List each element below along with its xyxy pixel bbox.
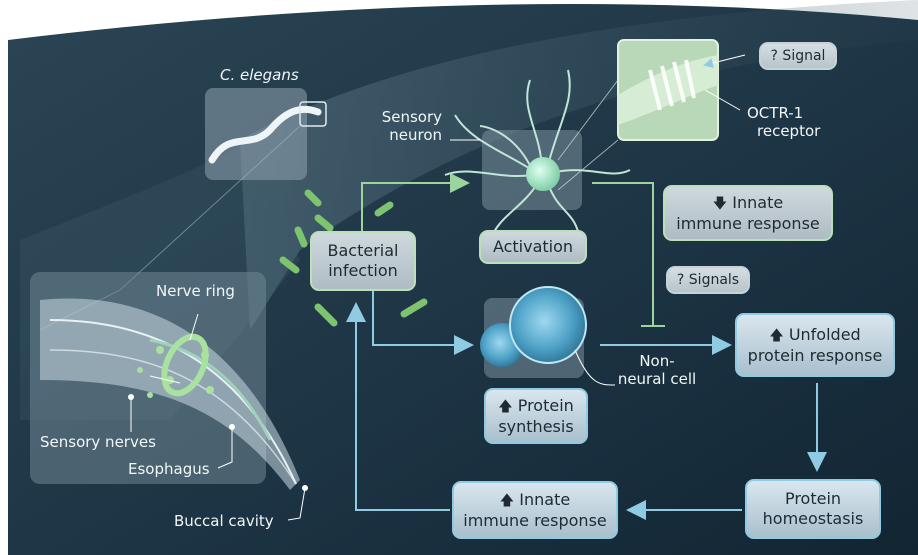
nerve-ring-label: Nerve ring (156, 282, 235, 300)
bacterial-infection-box: Bacterial infection (310, 231, 416, 291)
buccal-cavity-label: Buccal cavity (174, 512, 274, 530)
innate-response-up-box: 🡅 Innate immune response (452, 481, 618, 539)
up-arrow-icon: 🡅 (500, 493, 514, 509)
large-cell (510, 287, 586, 363)
signal-box: ? Signal (759, 42, 837, 70)
receptor-label: OCTR-1 receptor (747, 104, 820, 140)
organism-label: C. elegans (220, 66, 299, 84)
innate-response-down-box: 🡇 Innate immune response (663, 185, 833, 241)
sensory-neuron-label: Sensory neuron (372, 108, 442, 144)
activation-box: Activation (479, 230, 587, 264)
esophagus-label: Esophagus (128, 460, 210, 478)
protein-homeostasis-box: Protein homeostasis (745, 479, 881, 539)
non-neural-cell-label: Non- neural cell (612, 352, 702, 388)
neuron-body (526, 157, 560, 191)
up-arrow-icon: 🡅 (498, 399, 512, 415)
down-arrow-icon: 🡇 (713, 196, 727, 212)
unfolded-protein-response-box: 🡅 Unfolded protein response (735, 313, 895, 377)
up-arrow-icon: 🡅 (769, 328, 783, 344)
sensory-nerves-label: Sensory nerves (40, 433, 156, 451)
signals-box: ? Signals (666, 266, 750, 294)
protein-synthesis-box: 🡅 Protein synthesis (484, 388, 588, 444)
